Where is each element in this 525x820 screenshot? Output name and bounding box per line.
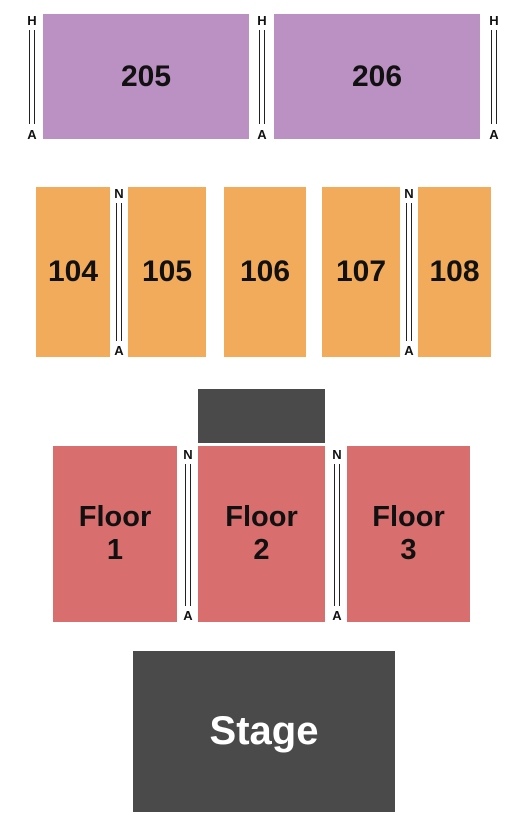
section-floor-1[interactable]: Floor 1 [53,446,177,622]
row-label-a-floor-2-3: A [332,608,342,623]
section-206-label: 206 [351,59,403,93]
section-floor-3-label: Floor 3 [372,501,445,566]
section-104[interactable]: 104 [36,187,110,357]
row-label-n-floor-2-3: N [332,447,342,462]
row-label-h-left: H [27,13,37,28]
row-label-n-floor-1-2: N [183,447,193,462]
section-108[interactable]: 108 [418,187,491,357]
section-107-label: 107 [335,255,387,288]
row-label-a-floor-1-2: A [183,608,193,623]
row-line-107-108 [406,203,412,341]
section-106[interactable]: 106 [224,187,306,357]
section-108-label: 108 [429,255,480,288]
section-205[interactable]: 205 [43,14,249,139]
section-floor-3[interactable]: Floor 3 [347,446,470,622]
row-line-104-105 [116,203,122,341]
row-label-h-middle: H [257,13,267,28]
section-105-label: 105 [141,255,193,288]
stage: Stage [133,651,395,812]
section-107[interactable]: 107 [322,187,400,357]
row-label-a-107-108: A [404,343,414,358]
section-105[interactable]: 105 [128,187,206,357]
row-label-a-middle: A [257,127,267,142]
row-label-a-104-105: A [114,343,124,358]
section-floor-1-label: Floor 1 [78,501,152,566]
section-floor-2[interactable]: Floor 2 [198,446,325,622]
row-label-h-right: H [489,13,499,28]
section-floor-2-label: Floor 2 [225,501,298,566]
row-line-floor-1-2 [185,464,191,606]
row-label-n-104-105: N [114,186,124,201]
row-line-floor-2-3 [334,464,340,606]
control-booth [198,389,325,443]
row-line-upper-left [29,30,35,124]
row-line-upper-right [491,30,497,124]
row-label-a-right: A [489,127,499,142]
stage-label: Stage [209,709,319,753]
row-label-n-107-108: N [404,186,414,201]
row-label-a-left: A [27,127,37,142]
section-206[interactable]: 206 [274,14,480,139]
row-line-upper-middle [259,30,265,124]
section-106-label: 106 [239,255,291,288]
section-205-label: 205 [120,59,172,93]
section-104-label: 104 [47,255,99,288]
